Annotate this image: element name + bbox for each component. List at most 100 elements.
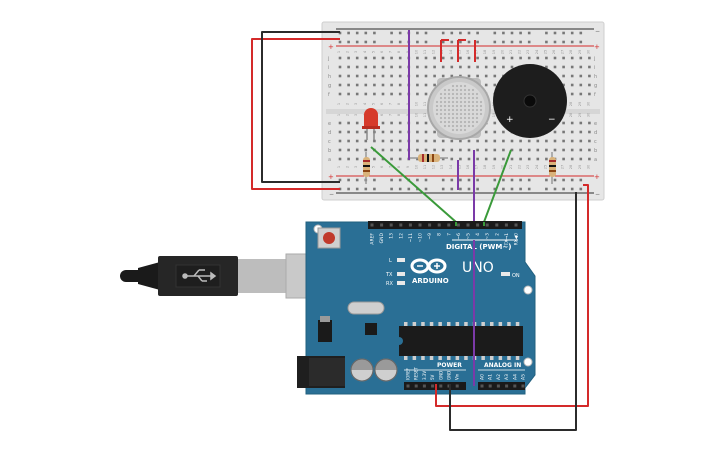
power-pin-label: 3.3V [422, 371, 427, 380]
column-label: 18 [483, 164, 487, 169]
digital-pin-label: ~6 [456, 233, 462, 240]
analog-pin-label: A3 [504, 374, 510, 380]
column-label: 9 [406, 113, 410, 116]
red-led[interactable] [362, 108, 380, 140]
column-label: 4 [363, 102, 367, 105]
column-label: 26 [552, 49, 556, 54]
row-label: a [594, 157, 597, 163]
digital-pin-label: ~5 [466, 233, 472, 240]
column-label: 8 [397, 165, 401, 168]
smd-chip [365, 323, 377, 335]
digital-pin-label: GND [379, 232, 385, 243]
row-label: i [328, 65, 329, 71]
arduino-brand: ARDUINO [412, 277, 449, 285]
digital-pin-label: 12 [398, 233, 404, 239]
column-label: 30 [586, 49, 590, 54]
wire-red-left-loop[interactable] [251, 38, 340, 190]
row-label: c [594, 139, 597, 145]
column-label: 9 [406, 165, 410, 168]
buzzer-minus-label: − [548, 115, 556, 125]
column-label: 9 [406, 50, 410, 53]
column-label: 29 [578, 49, 582, 54]
column-label: 21 [509, 50, 513, 55]
column-label: 30 [586, 112, 590, 117]
column-label: 28 [569, 101, 573, 106]
power-pin-label: IOREF [406, 367, 411, 380]
usb-icon [182, 269, 217, 282]
wire-green-buzzer[interactable] [483, 149, 512, 223]
column-label: 25 [543, 50, 547, 55]
arduino-model: UNO [462, 260, 494, 276]
column-label: 3 [354, 166, 358, 168]
row-label: b [594, 148, 597, 154]
row-label: d [328, 130, 331, 136]
column-label: 18 [483, 49, 487, 54]
power-pin-label: 5V [430, 374, 435, 380]
column-label: 22 [518, 50, 522, 55]
column-label: 11 [423, 165, 427, 170]
column-label: 14 [449, 49, 453, 54]
column-label: 17 [475, 165, 479, 170]
digital-pin-label: 4 [475, 233, 481, 236]
arduino-logo-symbols [417, 263, 440, 269]
analog-pin-label: A1 [488, 374, 494, 380]
row-label: h [328, 74, 331, 80]
row-label: g [328, 83, 331, 89]
resistor-2[interactable] [410, 154, 448, 162]
rail-symbol-top-plus-right: + [594, 43, 600, 51]
column-label: 20 [500, 164, 504, 169]
analog-header[interactable] [478, 382, 525, 390]
column-label: 8 [397, 113, 401, 116]
on-led [501, 272, 510, 276]
digital-pin-label: ~11 [408, 233, 414, 243]
column-label: 7 [389, 166, 393, 168]
column-label: 3 [354, 51, 358, 53]
column-label: 2 [346, 51, 350, 53]
analog-pin-label: A0 [480, 374, 486, 380]
wire-green-led[interactable] [370, 146, 457, 223]
column-label: 27 [561, 50, 565, 55]
voltage-regulator [318, 320, 332, 342]
column-label: 28 [569, 49, 573, 54]
column-label: 24 [535, 164, 539, 169]
digital-pin-label: 13 [389, 233, 395, 239]
column-label: 20 [500, 49, 504, 54]
rail-symbol-bottom-plus: + [328, 173, 334, 181]
resistor-1[interactable] [363, 152, 370, 184]
led-label-l: L [389, 258, 392, 264]
wire-endpoints [435, 222, 485, 430]
column-label: 15 [457, 50, 461, 55]
digital-header[interactable] [368, 221, 522, 229]
gas-sensor[interactable] [427, 76, 491, 140]
led-label-tx: TX [385, 272, 393, 278]
column-label: 5 [371, 166, 375, 168]
row-label: f [594, 92, 596, 98]
capacitor-2 [374, 358, 398, 382]
column-label: 29 [578, 101, 582, 106]
column-label: 2 [346, 166, 350, 168]
dc-power-jack[interactable] [297, 356, 345, 388]
rail-symbol-top-minus-right: − [595, 28, 600, 35]
digital-pin-label: ~9 [427, 233, 433, 240]
column-label: 16 [466, 49, 470, 54]
column-label: 23 [526, 165, 530, 170]
column-label: 11 [423, 102, 427, 107]
resistor-3[interactable] [549, 152, 556, 184]
buzzer[interactable]: + − [493, 64, 567, 138]
gas-sensor-mesh [435, 84, 483, 132]
power-pin-label: RESET [414, 367, 419, 380]
column-label: 10 [414, 101, 418, 106]
digital-pin-label: 8 [437, 233, 443, 236]
row-label: f [328, 92, 330, 98]
power-pin-label: Vin [455, 373, 460, 380]
atmega-chip [399, 322, 523, 360]
capacitor-1 [350, 358, 374, 382]
reset-button[interactable] [317, 227, 341, 249]
wire-black-left-loop[interactable] [261, 31, 340, 183]
digital-pin-label: 7 [446, 233, 452, 236]
column-label: 19 [492, 49, 496, 54]
